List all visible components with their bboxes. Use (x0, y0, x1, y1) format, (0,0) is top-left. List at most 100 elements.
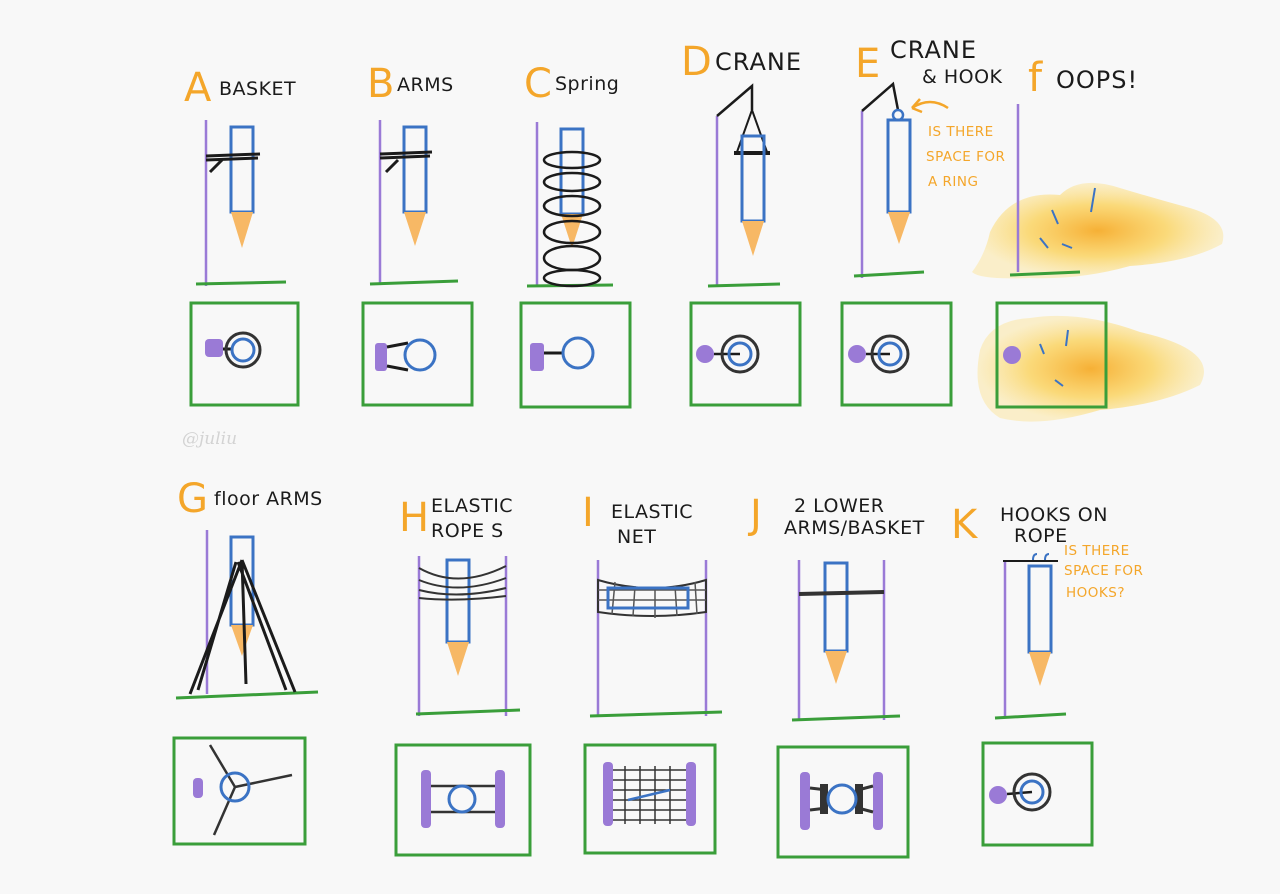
arm-lines (809, 784, 874, 814)
ground-line (994, 712, 1067, 720)
concept-i-top-view (583, 743, 717, 855)
pencil-top (1019, 779, 1045, 805)
pole-top (1003, 346, 1021, 364)
concept-b-letter: B (367, 61, 394, 107)
pencil-top (447, 784, 477, 814)
concept-k-top-view (981, 741, 1094, 847)
explosion-splash (972, 182, 1224, 279)
pencil-top (727, 341, 753, 367)
pole-top (848, 345, 866, 363)
concept-f-title: OOPS! (1056, 66, 1138, 94)
concept-b: B ARMS (361, 61, 474, 407)
concept-j-title-line-1: 2 LOWER (794, 495, 884, 517)
pencil-body (402, 125, 428, 214)
pencil-top (219, 771, 251, 803)
concept-g-letter: G (177, 476, 208, 522)
concept-e-title-line-2: & HOOK (922, 66, 1003, 88)
concept-g-top-view (172, 736, 307, 846)
ground-line (707, 282, 781, 288)
concept-b-side-view (369, 120, 459, 286)
ground-line (415, 708, 521, 716)
pencil-body (823, 561, 849, 653)
concept-j-side-view (791, 560, 901, 722)
concept-k-side-view (994, 553, 1067, 720)
concept-i-side-view (589, 560, 723, 718)
concept-c-letter: C (524, 61, 552, 107)
watermark: @juliu (182, 429, 237, 449)
concept-i-letter: I (582, 490, 594, 536)
top-view-frame (189, 301, 300, 407)
concept-k: K HOOKS ON ROPE IS THERE SPACE FOR HOOKS… (951, 502, 1143, 847)
concept-g: G floor ARMS (172, 476, 323, 846)
hook-ring-top (870, 334, 910, 374)
concept-h: H ELASTIC ROPE S (394, 495, 532, 857)
pencil-tip-icon (825, 651, 847, 684)
concept-e-note-line-1: IS THERE (928, 124, 994, 140)
concept-e-note-line-2: SPACE FOR (926, 149, 1005, 165)
debris-top (1039, 329, 1069, 387)
top-view-frame (519, 301, 632, 409)
concept-k-note-line-2: SPACE FOR (1064, 563, 1143, 579)
pencil-body-lying (606, 586, 690, 610)
pole-top-right (686, 762, 696, 826)
pole-top-right (495, 770, 505, 828)
concept-e-title-line-1: CRANE (890, 36, 977, 64)
concept-a-letter: A (184, 65, 212, 111)
arm-lines (386, 341, 409, 372)
pencil-body (1027, 564, 1053, 654)
concept-e-top-view (840, 301, 953, 407)
concept-e: E CRANE & HOOK IS THERE SPACE FOR A RING (840, 36, 1005, 407)
pole-top (989, 786, 1007, 804)
concept-k-note-line-3: HOOKS? (1066, 585, 1125, 601)
elastic-ropes (418, 565, 507, 601)
floor-arm-lines (208, 744, 293, 836)
ground-line (195, 280, 287, 286)
pencil-body (559, 127, 585, 216)
basket-left (820, 784, 828, 814)
ground-line (369, 279, 459, 286)
top-view-frame (361, 301, 474, 407)
concept-d-letter: D (681, 39, 712, 85)
concept-e-note-line-3: A RING (928, 174, 978, 190)
concept-d: D CRANE (681, 39, 802, 407)
top-view-frame (776, 745, 910, 859)
explosion-splash-top (977, 315, 1204, 422)
top-view-frame (981, 741, 1094, 847)
pole-top (375, 343, 387, 371)
pencil-top (561, 336, 595, 370)
pencil-body (229, 125, 255, 214)
pencil-tip-icon (888, 212, 910, 244)
concept-h-top-view (394, 743, 532, 857)
concept-g-title: floor ARMS (214, 488, 323, 510)
concept-h-title-line-1: ELASTIC (431, 495, 513, 517)
rope-lines (431, 784, 495, 814)
net-mesh (598, 581, 706, 618)
pole-top-left (603, 762, 613, 826)
concept-j-title-line-2: ARMS/BASKET (784, 517, 925, 539)
concept-j-top-view (776, 745, 910, 859)
concept-d-top-view (689, 301, 802, 407)
concept-a: A BASKET (184, 65, 300, 407)
pencil-tip-icon (447, 642, 469, 676)
crane-arm (861, 81, 900, 112)
concept-c-side-view (526, 122, 614, 288)
hook-ring-top (1012, 772, 1052, 812)
concept-e-letter: E (855, 41, 880, 87)
spring (542, 150, 602, 288)
concept-f-side-view (972, 104, 1224, 279)
concept-j: J 2 LOWER ARMS/BASKET (747, 492, 925, 859)
pencil-tip-icon (561, 214, 583, 248)
basket-ring (224, 331, 262, 369)
pencil-tip-icon (1029, 652, 1051, 686)
pencil-top-lying (627, 788, 671, 802)
top-view-frame (689, 301, 802, 407)
ground-line (1009, 270, 1081, 277)
ground-line (175, 690, 319, 700)
pencil-body (445, 558, 471, 644)
pole-top-left (421, 770, 431, 828)
basket (205, 152, 261, 174)
concept-k-letter: K (951, 502, 979, 548)
concept-b-title: ARMS (397, 74, 454, 96)
pencil-tip-icon (231, 212, 253, 248)
lower-arms (798, 590, 885, 596)
